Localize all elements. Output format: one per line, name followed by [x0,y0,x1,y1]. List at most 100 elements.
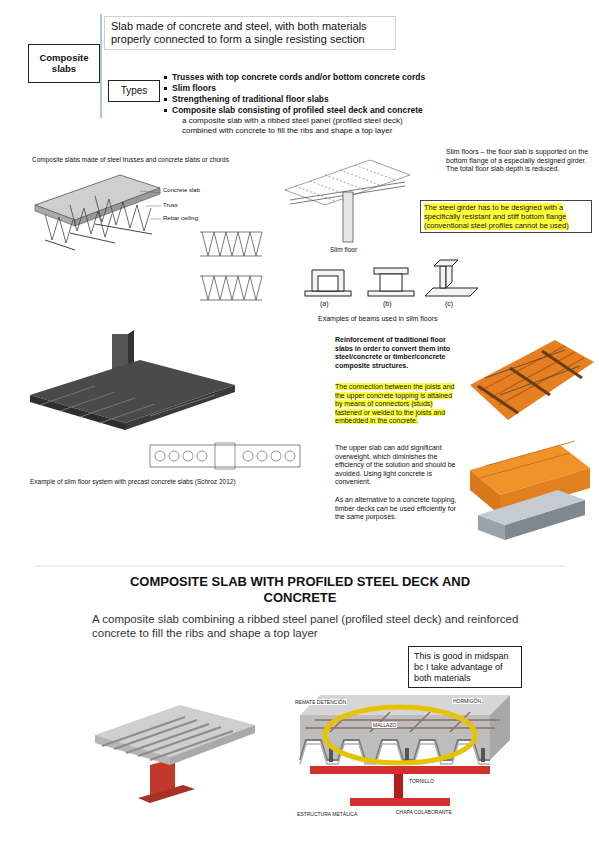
concept-box: Composite slabs [28,44,100,83]
part-label: Concrete slab [163,187,200,193]
illustration-part [343,192,353,242]
illustration-part [312,270,344,291]
description-text: The upper slab can add significant overw… [335,444,456,485]
description-text: Slim floors – the floor slab is supporte… [446,148,588,172]
figure-caption: Example of slim floor system with precas… [30,478,236,485]
illustration-part [95,224,152,234]
illustration-part [138,727,221,756]
text-block: HORMIGÓN [452,698,482,704]
part-label: MALLAZO [373,722,396,728]
illustration-part [478,351,582,413]
text-block: Example of slim floor system with precas… [30,478,320,486]
illustration-part [480,453,570,478]
box-text: Slab made of concrete and steel, with bo… [111,20,367,45]
illustration-part [30,330,300,469]
text-block: ESTRUCTURA METÁLICA [296,811,358,817]
illustration-part [542,351,582,378]
text-block: A composite slab combining a ribbed stee… [92,612,522,640]
illustration-part [150,219,161,220]
callout-box: This is good in midspan bc I take advant… [408,646,522,688]
box-text: Composite slabs [39,52,88,74]
illustration-part [470,340,594,540]
figure-letter: (b) [383,300,392,307]
illustration-part [35,205,75,226]
figure-letter: (a) [320,300,329,307]
illustration-part [300,695,510,806]
illustration-part [200,232,262,233]
part-label: CHAPA COLABORANTE [396,809,452,815]
illustration-part [30,360,235,423]
illustration-part [368,291,414,296]
text-block: (a) [320,300,340,309]
illustration-part [325,707,475,763]
illustration-part [150,395,215,416]
part-label: HORMIGÓN [453,698,481,704]
illustration-part [101,14,102,118]
figure-caption: Slim floor [330,246,357,253]
illustration-part [285,160,410,242]
part-label: TORNILLO [409,778,434,784]
illustration-part [285,451,295,461]
text-block: Strengthening of traditional floor slabs [172,94,472,104]
type-bullet: Slim floors [172,83,216,93]
illustration-part [478,490,585,525]
illustration-part [150,445,300,467]
figure-caption: Examples of beams used in slim floors [318,315,437,322]
illustration-part [70,233,115,243]
type-bullet: Strengthening of traditional floor slabs [172,94,329,104]
illustration-part [305,291,351,296]
text-block: COMPOSITE SLAB WITH PROFILED STEEL DECK … [110,574,490,606]
illustration-part [138,785,195,803]
illustration-part [146,206,161,207]
illustration-part [114,720,197,749]
illustration-part [510,368,550,395]
type-bullet: Composite slab consisting of profiled st… [172,105,423,115]
illustration-part [410,712,430,732]
text-block: As an alternative to a concrete topping,… [335,496,460,522]
illustration-part [485,350,565,378]
type-description: a composite slab with a ribbed steel pan… [182,116,403,135]
illustration-part [100,404,155,423]
illustration-part [318,276,338,291]
illustration-part [215,443,235,469]
text-block: The connection between the joists and th… [335,383,460,426]
text-block: (b) [383,300,403,309]
illustration-part [125,385,235,430]
illustration-part [310,766,490,774]
illustration-part [200,256,262,257]
type-bullet: Trusses with top concrete cords and/or b… [172,72,425,82]
text-line: The steel girder has to be designed with… [424,203,588,230]
illustration-part [271,451,281,461]
description-text: The connection between the joists and th… [335,383,454,424]
illustration-part [35,175,161,250]
text-block: Slim floor [330,246,390,254]
illustration-part [405,748,409,762]
text-block: Examples of beams used in slim floors [318,315,518,324]
illustration-part [102,717,233,760]
illustration-part [485,441,575,466]
note-box: The steel girder has to be designed with… [420,200,592,233]
illustration-part [200,232,262,300]
illustration-part [126,724,209,753]
part-label: ESTRUCTURA METÁLICA [297,811,357,817]
text-block: MALLAZO [372,722,397,728]
text-block: Slim floors – the floor slab is supporte… [446,148,594,174]
illustration-part [490,352,575,398]
description-text: As an alternative to a concrete topping,… [335,496,456,520]
text-block: TORNILLO [408,778,435,784]
illustration-part [478,386,518,413]
illustration-part [183,451,193,461]
illustration-part [155,451,165,461]
text-line: This is good in midspan bc I take advant… [414,651,516,683]
illustration-part [155,443,295,469]
illustration-part [480,441,575,478]
illustration-part [200,300,262,301]
illustration-part [305,260,478,296]
text-block: Trusses with top concrete cords and/or b… [172,72,472,82]
illustration-part [434,260,458,266]
box-text: Types [121,85,148,96]
illustration-part [374,268,408,274]
section-description: A composite slab combining a ribbed stee… [92,613,518,639]
illustration-part [499,358,584,405]
figure-letter: (c) [445,300,453,307]
